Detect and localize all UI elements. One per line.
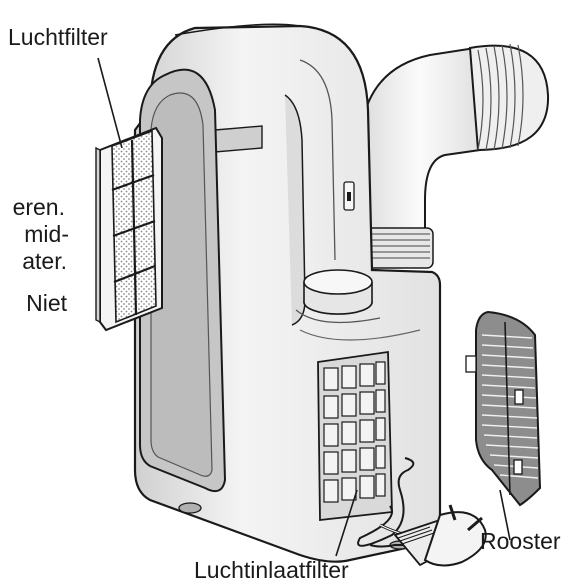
air-filter-panel	[96, 128, 162, 330]
label-grille: Rooster	[480, 528, 561, 554]
exhaust-hose	[355, 44, 548, 268]
grille-panel	[466, 312, 540, 505]
leader-air-filter	[98, 58, 122, 148]
label-air-filter: Luchtfilter	[8, 24, 108, 50]
label-inlet-filter: Luchtinlaatfilter	[194, 557, 349, 583]
